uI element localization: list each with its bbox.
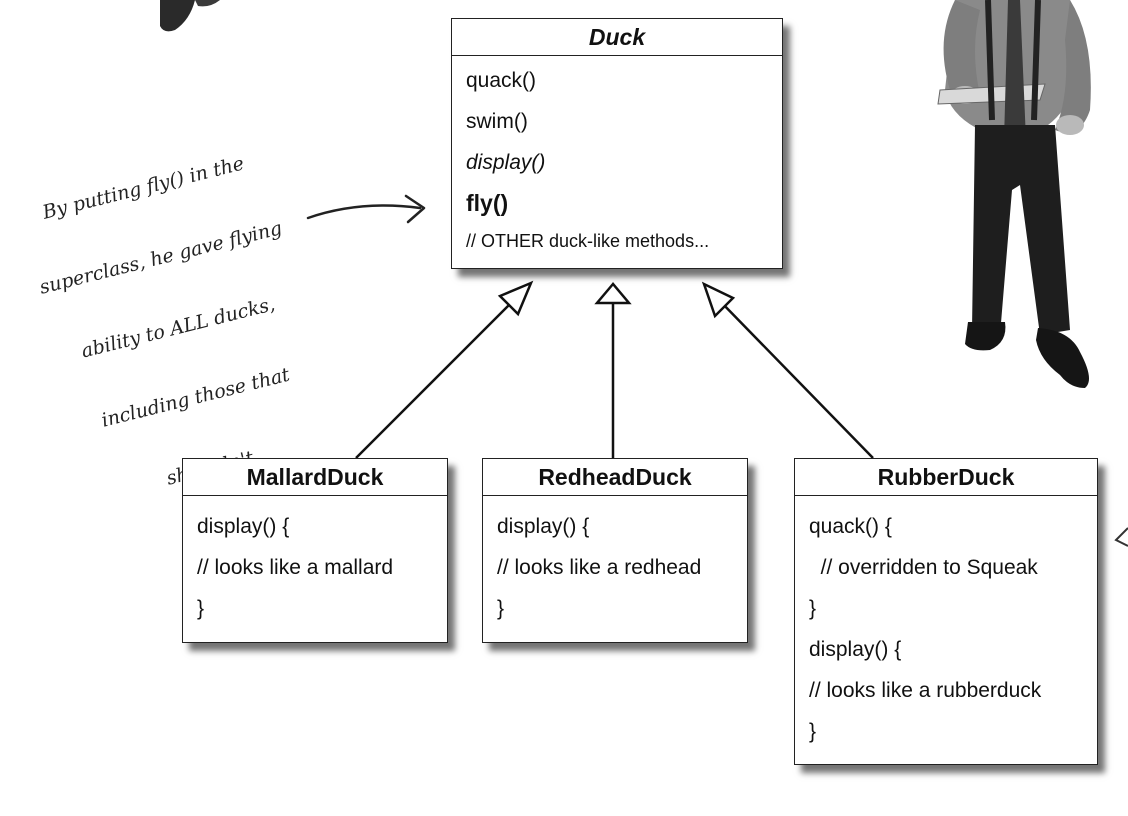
code-line: } xyxy=(809,597,817,620)
duck-method-swim: swim() xyxy=(466,110,528,133)
man-illustration xyxy=(937,0,1091,388)
code-line: } xyxy=(809,720,817,743)
rubberduck-methods: quack() { // overridden to Squeak } disp… xyxy=(795,496,1097,752)
inheritance-arrowhead-rubber xyxy=(701,281,736,319)
code-line: quack() { xyxy=(809,515,892,538)
rubberduck-class-name: RubberDuck xyxy=(795,459,1097,496)
annotation-line: ability to ALL ducks, xyxy=(79,293,278,363)
code-line: display() { xyxy=(197,515,290,538)
redheadduck-class-name: RedheadDuck xyxy=(483,459,747,496)
annotation-arrow xyxy=(306,204,422,220)
redheadduck-methods: display() { // looks like a redhead } xyxy=(483,496,747,629)
duck-class-box: Duck quack() swim() display() fly() // O… xyxy=(451,18,783,269)
rubberduck-class-box: RubberDuck quack() { // overridden to Sq… xyxy=(794,458,1098,765)
duck-methods: quack() swim() display() fly() // OTHER … xyxy=(452,56,782,258)
annotation-line: including those that xyxy=(99,363,292,432)
annotation-line: By putting fly() in the xyxy=(40,152,247,224)
inheritance-line-rubber xyxy=(717,298,874,459)
inheritance-line-mallard xyxy=(355,296,518,459)
code-line: // looks like a rubberduck xyxy=(809,679,1042,702)
redheadduck-class-box: RedheadDuck display() { // looks like a … xyxy=(482,458,748,643)
mallardduck-methods: display() { // looks like a mallard } xyxy=(183,496,447,629)
duck-class-name: Duck xyxy=(452,19,782,56)
mallardduck-class-name: MallardDuck xyxy=(183,459,447,496)
code-line: // looks like a mallard xyxy=(197,556,394,579)
duck-method-display: display() xyxy=(466,151,546,174)
code-line: display() { xyxy=(497,515,590,538)
edge-arrow-fragment xyxy=(1114,527,1128,547)
inheritance-arrowhead-mallard xyxy=(497,280,534,317)
code-line: display() { xyxy=(809,638,902,661)
duck-method-fly: fly() xyxy=(466,190,509,216)
code-line: // overridden to Squeak xyxy=(809,556,1038,579)
annotation-arrowhead xyxy=(404,194,426,224)
mallardduck-class-box: MallardDuck display() { // looks like a … xyxy=(182,458,448,643)
duck-method-quack: quack() xyxy=(466,69,537,92)
inheritance-arrowhead-redhead xyxy=(594,282,632,305)
code-line: } xyxy=(497,597,505,620)
code-line: // looks like a redhead xyxy=(497,556,702,579)
annotation-line: superclass, he gave flying xyxy=(37,217,285,299)
code-line: } xyxy=(197,597,205,620)
person-shoe-illustration xyxy=(160,0,220,32)
duck-method-other: // OTHER duck-like methods... xyxy=(466,231,710,251)
